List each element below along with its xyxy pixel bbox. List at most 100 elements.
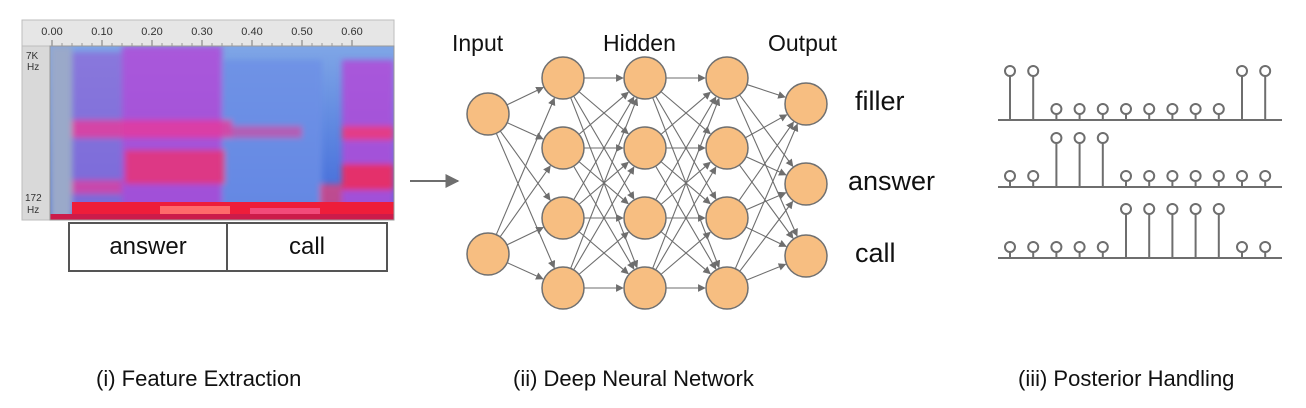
network-edge xyxy=(499,165,551,238)
output-label-call: call xyxy=(855,238,896,268)
hidden-node-3-3 xyxy=(705,196,749,240)
network-edge xyxy=(570,97,639,269)
network-edge xyxy=(578,231,629,275)
posterior-low-marker xyxy=(1096,103,1109,115)
posterior-low-marker xyxy=(1212,103,1225,115)
network-edge xyxy=(746,191,787,211)
posterior-low-marker xyxy=(1073,103,1086,115)
posterior-low-marker xyxy=(1259,241,1272,253)
output-layer-label: Output xyxy=(768,30,838,56)
input-layer-label: Input xyxy=(452,30,504,56)
posterior-low-marker xyxy=(1166,170,1179,182)
posterior-peak-marker xyxy=(1073,132,1086,144)
network-edge xyxy=(506,87,544,106)
posterior-low-marker xyxy=(1212,170,1225,182)
network-edge xyxy=(652,97,721,269)
time-tick-label: 0.10 xyxy=(91,26,112,38)
posterior-peak-marker xyxy=(1166,203,1179,215)
freq-top-unit: Hz xyxy=(27,62,39,73)
posterior-low-marker xyxy=(1027,170,1040,182)
network-edge xyxy=(660,231,711,275)
output-node-4-2 xyxy=(784,162,828,206)
output-node-4-3 xyxy=(784,234,828,278)
hidden-node-2-3 xyxy=(623,196,667,240)
posterior-low-marker xyxy=(1259,170,1272,182)
network-edge xyxy=(734,123,799,269)
posterior-low-marker xyxy=(1143,170,1156,182)
hidden-node-1-4 xyxy=(541,266,585,310)
freq-bottom-number: 172 xyxy=(25,193,42,204)
caption-feature-extraction: (i) Feature Extraction xyxy=(96,366,302,391)
hidden-layer-label: Hidden xyxy=(603,30,676,56)
posterior-row-call xyxy=(998,203,1282,259)
input-node-0-1 xyxy=(466,92,510,136)
network-edge xyxy=(745,114,788,139)
frequency-ruler xyxy=(21,45,51,221)
hidden-node-1-2 xyxy=(541,126,585,170)
network-edge xyxy=(506,122,544,140)
network-edge xyxy=(739,200,794,272)
posterior-low-marker xyxy=(1050,241,1063,253)
network-nodes xyxy=(466,56,828,310)
posterior-low-marker xyxy=(1096,241,1109,253)
network-edge xyxy=(738,121,794,202)
posterior-plots xyxy=(998,65,1282,259)
network-edge xyxy=(495,97,556,235)
caption-deep-neural-network: (ii) Deep Neural Network xyxy=(513,366,754,391)
hidden-node-3-2 xyxy=(705,126,749,170)
segment-answer: answer xyxy=(68,222,228,272)
posterior-peak-marker xyxy=(1189,203,1202,215)
posterior-peak-marker xyxy=(1212,203,1225,215)
posterior-low-marker xyxy=(1073,241,1086,253)
network-edge xyxy=(655,166,717,271)
time-tick-label: 0.40 xyxy=(241,26,262,38)
network-edge xyxy=(735,96,798,237)
segment-call-label: call xyxy=(288,233,325,260)
posterior-row-answer xyxy=(998,132,1282,188)
posterior-low-marker xyxy=(1143,103,1156,115)
segment-call: call xyxy=(226,222,388,272)
network-edge xyxy=(655,96,717,201)
posterior-row-filler xyxy=(998,65,1282,121)
posterior-peak-marker xyxy=(1143,203,1156,215)
network-edge xyxy=(506,227,544,246)
time-tick-label: 0.50 xyxy=(291,26,312,38)
hidden-node-2-4 xyxy=(623,266,667,310)
hidden-node-2-1 xyxy=(623,56,667,100)
caption-posterior-handling: (iii) Posterior Handling xyxy=(1018,366,1235,391)
posterior-peak-marker xyxy=(1027,65,1040,77)
posterior-low-marker xyxy=(1236,241,1248,253)
output-node-4-1 xyxy=(784,82,828,126)
network-edge xyxy=(573,96,635,201)
posterior-peak-marker xyxy=(1004,65,1016,77)
hidden-node-1-3 xyxy=(541,196,585,240)
posterior-peak-marker xyxy=(1050,132,1063,144)
posterior-low-marker xyxy=(1189,103,1202,115)
output-label-filler: filler xyxy=(855,86,905,116)
network-edge xyxy=(746,84,786,99)
posterior-peak-marker xyxy=(1236,65,1248,77)
hidden-node-3-1 xyxy=(705,56,749,100)
network-connections xyxy=(495,74,799,292)
posterior-low-marker xyxy=(1027,241,1040,253)
network-edge xyxy=(660,91,711,135)
time-tick-label: 0.20 xyxy=(141,26,162,38)
posterior-low-marker xyxy=(1004,170,1016,182)
posterior-low-marker xyxy=(1004,241,1016,253)
time-ruler xyxy=(21,19,395,47)
posterior-peak-marker xyxy=(1120,203,1132,215)
hidden-node-2-2 xyxy=(623,126,667,170)
posterior-low-marker xyxy=(1189,170,1202,182)
frequency-labels: 7K Hz 172 Hz xyxy=(25,51,42,216)
posterior-peak-marker xyxy=(1096,132,1109,144)
network-edge xyxy=(745,156,787,176)
posterior-low-marker xyxy=(1236,170,1248,182)
network-edge xyxy=(506,262,544,280)
freq-top-number: 7K xyxy=(26,51,39,62)
input-node-0-2 xyxy=(466,232,510,276)
network-edge xyxy=(746,263,787,281)
freq-bottom-unit: Hz xyxy=(27,205,39,216)
